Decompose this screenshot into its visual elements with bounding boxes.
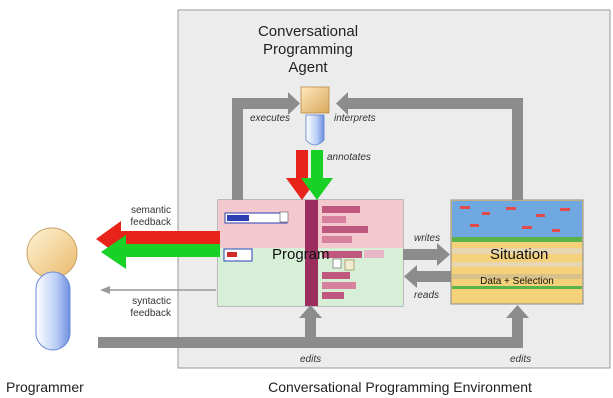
semantic-feedback-arrow-green xyxy=(101,235,220,269)
annotates-label: annotates xyxy=(327,152,371,163)
program-label: Program xyxy=(272,246,330,263)
reads-arrow xyxy=(404,265,451,288)
agent-body xyxy=(305,114,325,146)
edits-label-left: edits xyxy=(300,354,321,365)
syntactic-feedback-label-1: syntactic xyxy=(132,296,171,307)
situation-sublabel: Data + Selection xyxy=(480,276,554,287)
situation-label: Situation xyxy=(490,246,548,263)
program-window xyxy=(217,199,404,307)
syntactic-feedback-label-2: feedback xyxy=(130,308,172,319)
programmer-figure xyxy=(26,227,78,351)
agent-head xyxy=(300,86,330,114)
interprets-arrow xyxy=(336,92,523,200)
writes-arrow xyxy=(403,243,450,266)
reads-label: reads xyxy=(414,290,439,301)
semantic-feedback-label-1: semantic xyxy=(131,205,171,216)
programmer-body xyxy=(35,271,71,351)
syntactic-feedback-arrow xyxy=(100,286,216,294)
interprets-label: interprets xyxy=(334,113,376,124)
agent-figure xyxy=(300,86,330,146)
programmer-caption: Programmer xyxy=(6,379,84,395)
agent-title-line-1: Conversational xyxy=(258,23,358,40)
executes-label: executes xyxy=(250,113,290,124)
environment-caption: Conversational Programming Environment xyxy=(268,379,532,395)
agent-title-line-2: Programming xyxy=(263,41,353,58)
annotates-arrow-green xyxy=(301,150,333,200)
executes-arrow xyxy=(232,92,300,200)
programmer-head xyxy=(26,227,78,279)
writes-label: writes xyxy=(414,233,440,244)
environment-box xyxy=(177,9,611,369)
program-center-strip xyxy=(305,200,318,306)
edits-arrow xyxy=(98,305,529,348)
agent-title-line-3: Agent xyxy=(288,59,328,76)
semantic-feedback-label-2: feedback xyxy=(130,217,172,228)
situation-window xyxy=(450,199,584,305)
situation-water xyxy=(452,201,582,237)
edits-label-right: edits xyxy=(510,354,531,365)
